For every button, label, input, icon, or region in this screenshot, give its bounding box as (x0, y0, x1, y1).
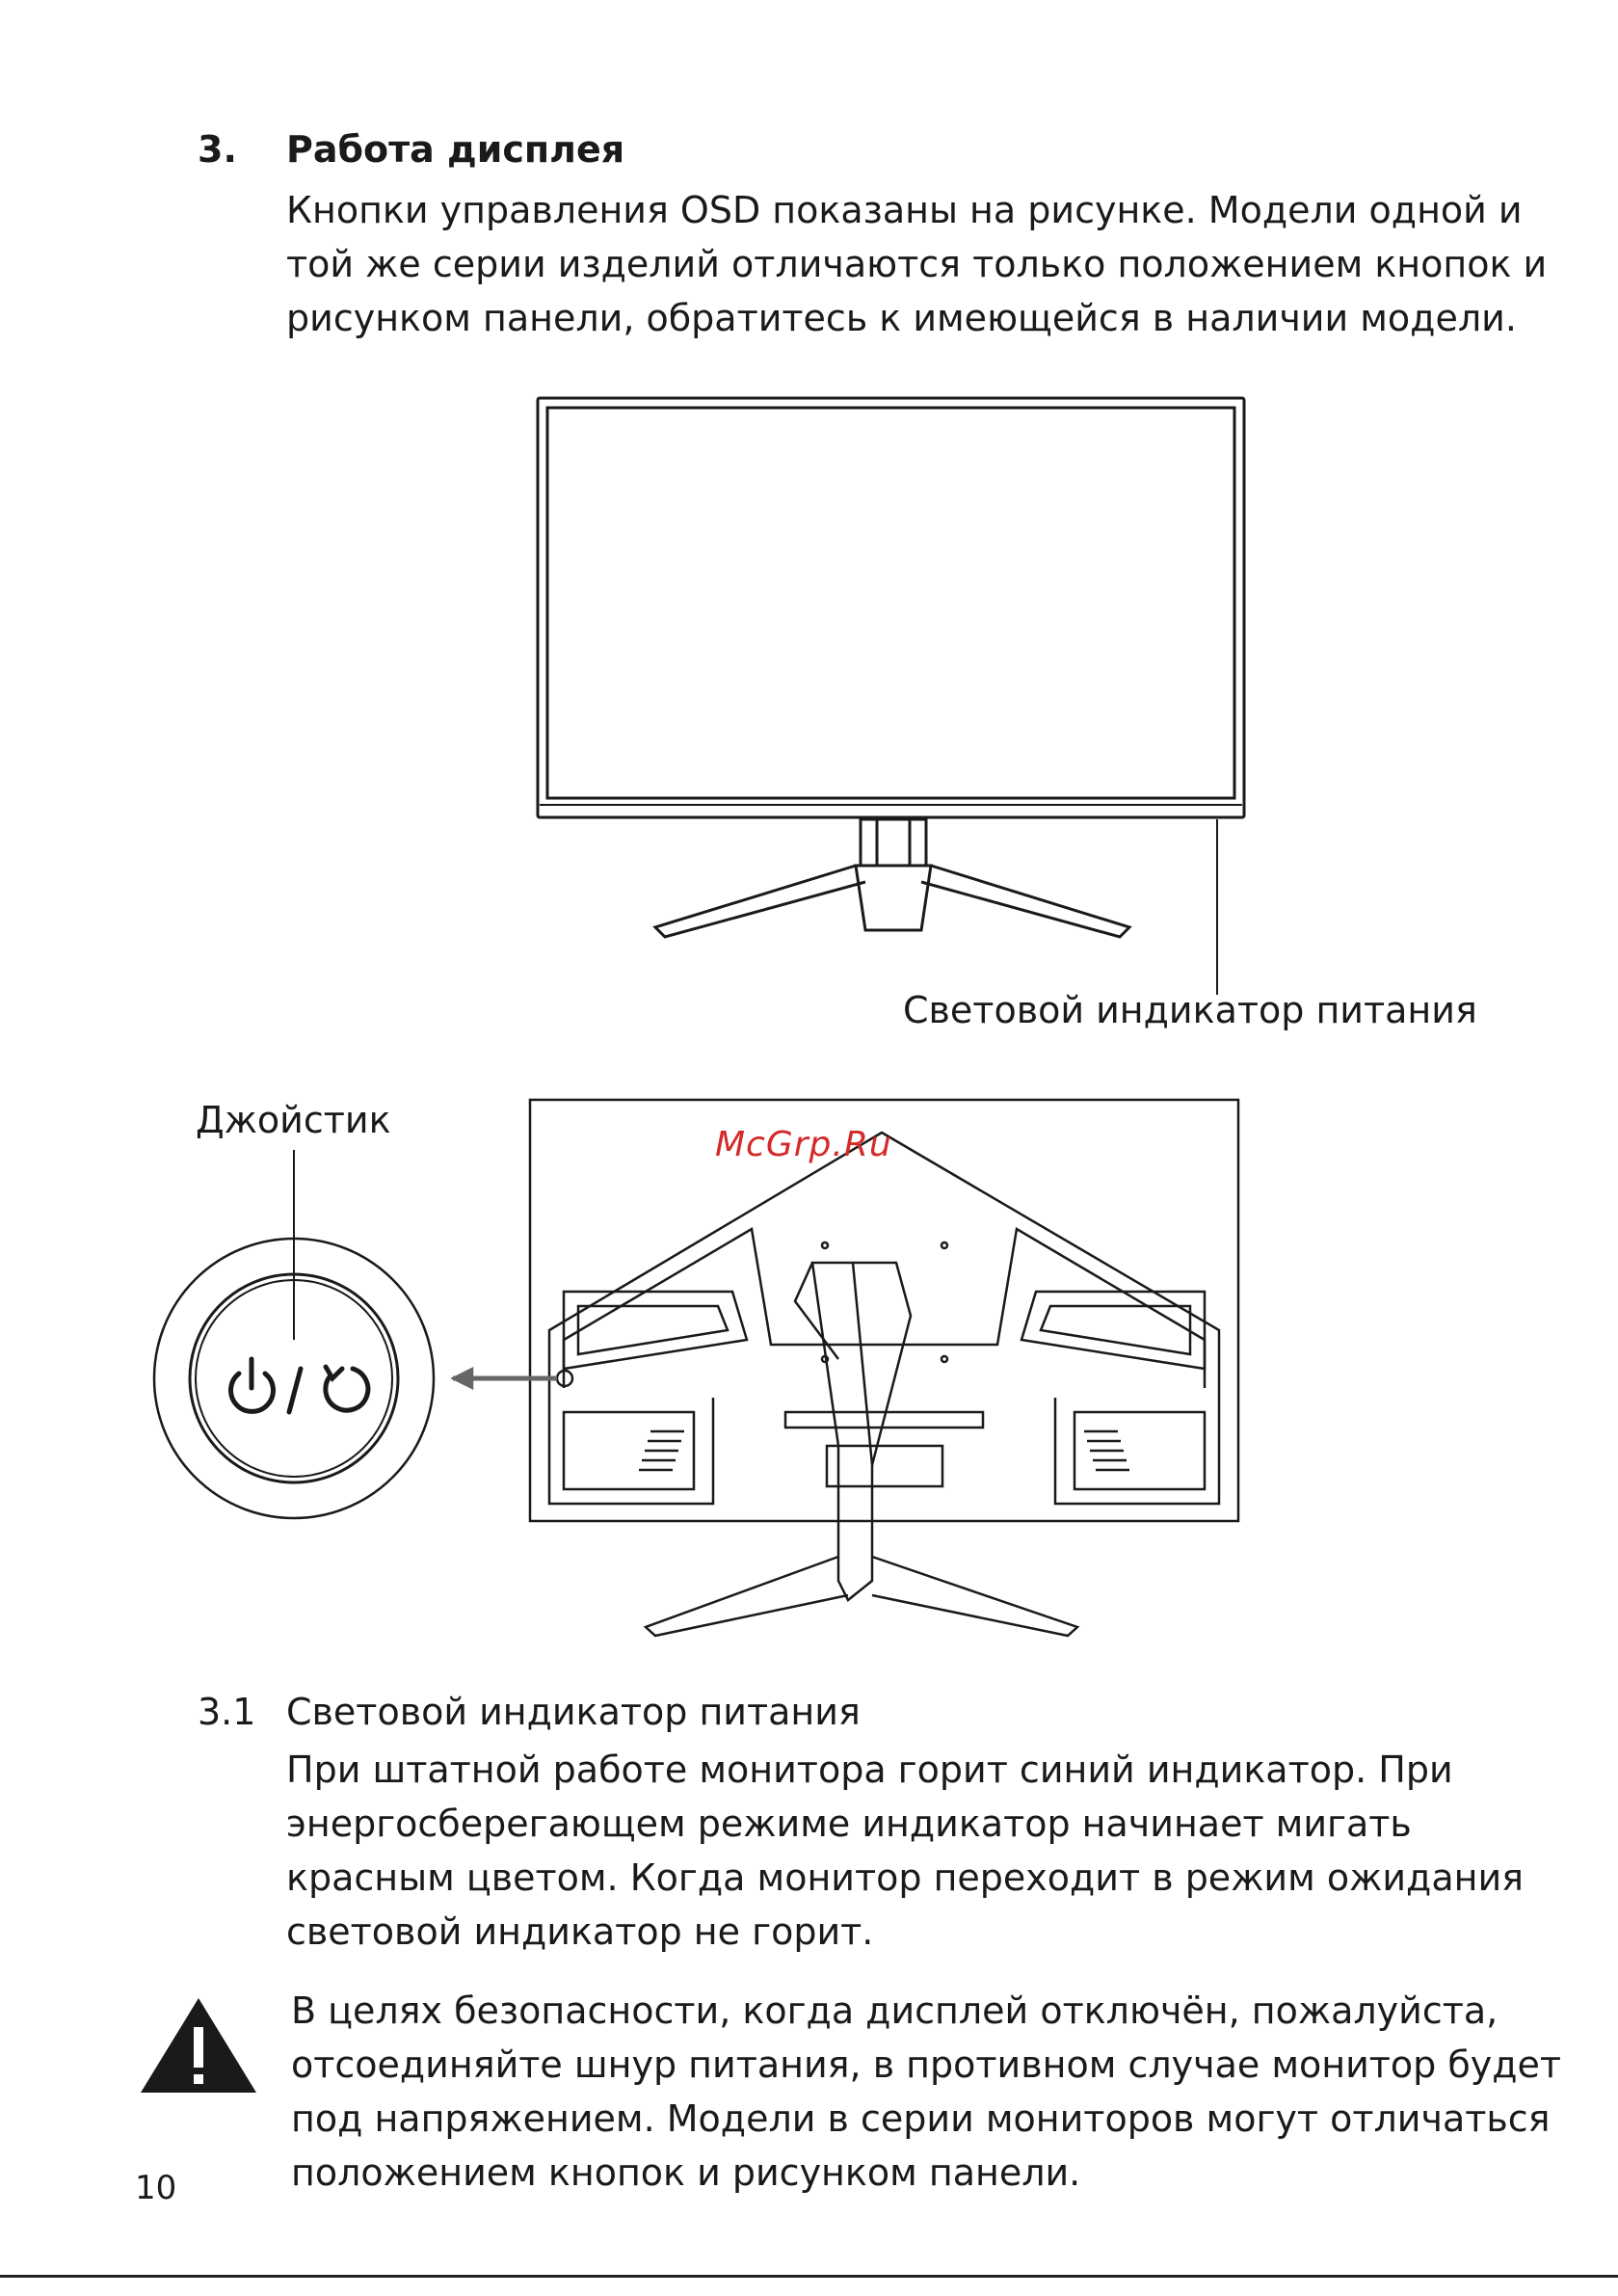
warning-line: В целях безопасности, когда дисплей откл… (291, 1989, 1499, 2032)
page-number: 10 (135, 2169, 177, 2207)
bottom-rule (0, 2275, 1618, 2278)
warning-line: отсоединяйте шнур питания, в противном с… (291, 2043, 1562, 2086)
subsection-number: 3.1 (198, 1691, 256, 1733)
subsection-title: Световой индикатор питания (286, 1691, 861, 1733)
intro-line: Кнопки управления OSD показаны на рисунк… (286, 189, 1523, 231)
monitor-rear-illustration (152, 1098, 1240, 1638)
led-indicator-caption: Световой индикатор питания (903, 989, 1477, 1031)
monitor-front-illustration (536, 396, 1246, 995)
subsection-paragraph: При штатной работе монитора горит синий … (286, 1743, 1524, 1959)
intro-line: рисунком панели, обратитесь к имеющейся … (286, 297, 1517, 339)
warning-line: положением кнопок и рисунком панели. (291, 2151, 1081, 2194)
intro-line: той же серии изделий отличаются только п… (286, 243, 1548, 285)
slash-icon (286, 1366, 304, 1415)
intro-paragraph: Кнопки управления OSD показаны на рисунк… (286, 183, 1547, 345)
warning-triangle-icon (141, 1998, 256, 2093)
watermark: McGrp.Ru (715, 1125, 892, 1164)
body-line: красным цветом. Когда монитор переходит … (286, 1856, 1525, 1899)
body-line: энергосберегающем режиме индикатор начин… (286, 1802, 1412, 1845)
warning-line: под напряжением. Модели в серии мониторо… (291, 2097, 1551, 2140)
power-icon (228, 1356, 276, 1414)
section-title: Работа дисплея (286, 128, 625, 171)
warning-paragraph: В целях безопасности, когда дисплей откл… (291, 1984, 1561, 2200)
section-number: 3. (198, 128, 237, 171)
body-line: световой индикатор не горит. (286, 1910, 874, 1953)
joystick-caption: Джойстик (196, 1099, 391, 1141)
body-line: При штатной работе монитора горит синий … (286, 1749, 1453, 1791)
return-icon (323, 1364, 371, 1413)
